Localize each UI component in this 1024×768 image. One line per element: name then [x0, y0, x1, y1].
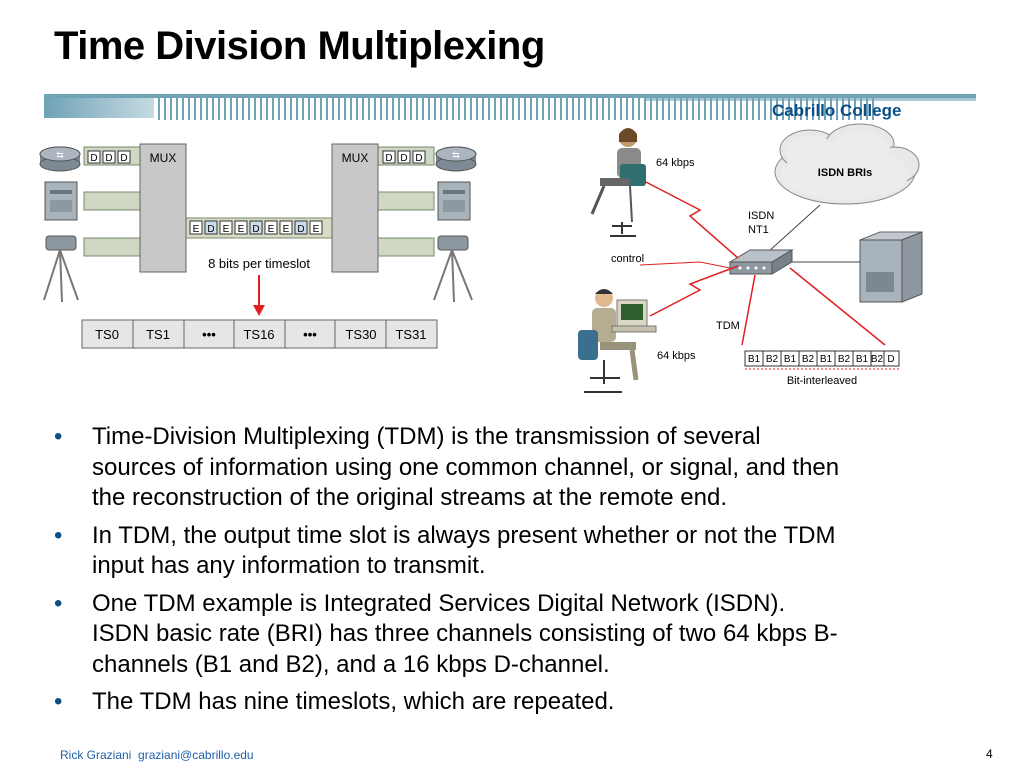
bullet-line: channels (B1 and B2), and a 16 kbps D-ch… — [92, 650, 610, 678]
frame-letter: D — [207, 224, 214, 235]
user-top-icon — [590, 128, 646, 237]
bullet-item: • In TDM, the output time slot is always… — [54, 521, 994, 582]
bullet-line: One TDM example is Integrated Services D… — [92, 589, 786, 617]
frame-letter: D — [90, 153, 97, 164]
tdm-label: TDM — [716, 320, 740, 332]
frame-cell: B2 — [871, 354, 884, 365]
frame-letter: E — [313, 224, 320, 235]
slide-title: Time Division Multiplexing — [54, 24, 545, 68]
cloud-icon — [774, 123, 920, 205]
bullet-line: ISDN basic rate (BRI) has three channels… — [92, 620, 838, 647]
frame-cell: B2 — [766, 354, 779, 365]
mux-right — [331, 143, 379, 273]
cloud-label: ISDN BRIs — [818, 167, 872, 179]
frame-cell: B1 — [748, 354, 761, 365]
right-isdn-diagram: ISDN BRIs ISDN NT1 64 kbps control TDM — [578, 123, 923, 393]
bullet-line: In TDM, the output time slot is always p… — [92, 521, 836, 549]
left-mux-diagram: D D D D D D ⇆ ⇆ — [39, 143, 477, 349]
bullet-item: • Time-Division Multiplexing (TDM) is th… — [54, 422, 994, 514]
page-number: 4 — [986, 747, 993, 761]
svg-text:⇆: ⇆ — [452, 150, 460, 160]
timeslot-cell: TS16 — [243, 327, 274, 342]
frame-letter: E — [193, 224, 200, 235]
nt1-label-line1: ISDN — [748, 210, 774, 222]
footer-email[interactable]: graziani@cabrillo.edu — [138, 748, 254, 762]
frame-cell: B1 — [820, 354, 833, 365]
frame-letter: D — [297, 224, 304, 235]
frame-letter: D — [105, 153, 112, 164]
user-bottom-icon — [578, 289, 657, 393]
bullet-line: Time-Division Multiplexing (TDM) is the … — [92, 423, 761, 450]
header-band — [44, 94, 976, 120]
frame-letter: D — [400, 153, 407, 164]
timeslot-table: TS0 TS1 ••• TS16 ••• TS30 TS31 — [81, 319, 438, 349]
frame-caption: Bit-interleaved — [787, 375, 857, 387]
server-icon — [437, 181, 471, 221]
frame-cell: B1 — [856, 354, 869, 365]
timeslot-cell: TS31 — [395, 327, 426, 342]
d-frames-left: D D D — [87, 150, 131, 164]
bullet-item: • The TDM has nine timeslots, which are … — [54, 687, 994, 718]
footer-author: Rick Graziani — [60, 748, 132, 762]
timeslot-cell: TS0 — [95, 327, 119, 342]
frame-letter: E — [283, 224, 290, 235]
control-label: control — [611, 253, 644, 265]
server-icon — [859, 231, 923, 303]
timeslot-cell: TS1 — [146, 327, 170, 342]
mux-right-label: MUX — [342, 151, 369, 165]
college-name: Cabrillo College — [772, 101, 902, 120]
footer: Rick Graziani graziani@cabrillo.edu — [60, 748, 254, 762]
frame-cell: D — [887, 354, 894, 365]
bullet-line: input has any information to transmit. — [92, 552, 486, 579]
e-d-frames-trunk: E D E E D E E D E — [189, 220, 323, 235]
timeslot-caption: 8 bits per timeslot — [208, 256, 310, 271]
frame-letter: D — [120, 153, 127, 164]
bullet-icon: • — [54, 423, 63, 450]
timeslot-cell: TS30 — [345, 327, 376, 342]
bullet-line: The TDM has nine timeslots, which are re… — [92, 688, 615, 715]
frame-letter: D — [252, 224, 259, 235]
nt1-label-line2: NT1 — [748, 224, 769, 236]
mux-left-label: MUX — [150, 151, 177, 165]
bullet-icon: • — [54, 688, 63, 715]
video-camera-icon — [433, 235, 473, 303]
router-icon: ⇆ — [435, 146, 477, 172]
server-icon — [44, 181, 78, 221]
timeslot-cell: ••• — [303, 327, 317, 342]
d-frames-right: D D D — [382, 150, 426, 164]
rate-label-bottom: 64 kbps — [657, 350, 696, 362]
bullet-icon: • — [54, 521, 63, 549]
mux-left — [139, 143, 187, 273]
bullet-icon: • — [54, 589, 63, 617]
bullet-item: • One TDM example is Integrated Services… — [54, 589, 994, 681]
rate-label-top: 64 kbps — [656, 157, 695, 169]
frame-letter: E — [268, 224, 275, 235]
bit-interleaved-frame: B1 B2 B1 B2 B1 B2 B1 B2 D — [744, 350, 900, 370]
bullet-line: sources of information using one common … — [92, 453, 840, 481]
frame-cell: B1 — [784, 354, 797, 365]
timeslot-cell: ••• — [202, 327, 216, 342]
video-camera-icon — [43, 235, 79, 303]
bullet-line: the reconstruction of the original strea… — [92, 484, 728, 511]
frame-letter: E — [223, 224, 230, 235]
frame-letter: D — [415, 153, 422, 164]
tdm-diagrams: D D D D D D ⇆ ⇆ — [39, 123, 923, 393]
frame-letter: E — [238, 224, 245, 235]
frame-cell: B2 — [802, 354, 815, 365]
router-icon: ⇆ — [39, 146, 81, 172]
frame-cell: B2 — [838, 354, 851, 365]
isdn-nt1-icon — [728, 249, 794, 275]
bullet-list: • Time-Division Multiplexing (TDM) is th… — [54, 422, 994, 725]
frame-letter: D — [385, 153, 392, 164]
svg-text:⇆: ⇆ — [56, 150, 64, 160]
